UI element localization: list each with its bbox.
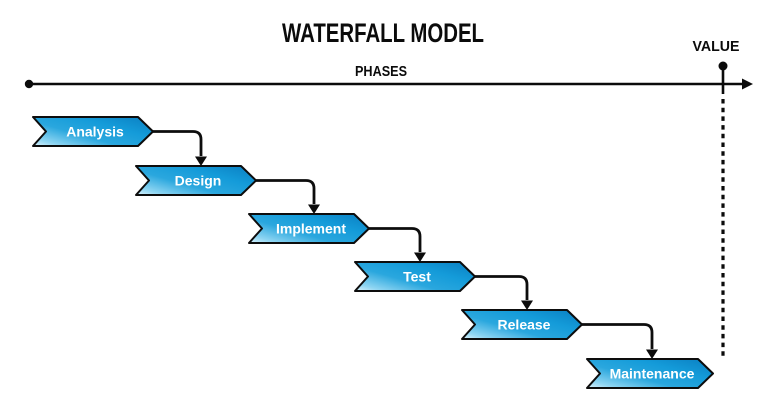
- phase-step-design: Design: [135, 165, 257, 196]
- phases-axis-start-dot: [24, 79, 34, 89]
- phase-label-design: Design: [175, 173, 222, 189]
- phase-steps: Analysis Design Implement Test Release M…: [32, 116, 714, 389]
- phase-label-test: Test: [403, 269, 431, 285]
- phase-connectors: [153, 130, 658, 359]
- phases-axis-line: [24, 78, 753, 90]
- connector-release-maintenance: [582, 323, 658, 359]
- phase-step-release: Release: [461, 309, 583, 340]
- chevron-shape: [32, 116, 154, 147]
- value-axis-label: VALUE: [693, 38, 740, 55]
- chevron-shape: [586, 358, 714, 389]
- connector-arrowhead-icon: [308, 204, 320, 214]
- value-marker: [718, 61, 728, 357]
- connector-analysis-design: [153, 130, 207, 166]
- connector-test-release: [475, 275, 533, 310]
- connector-design-implement: [256, 179, 320, 214]
- chevron-shape: [135, 165, 257, 196]
- phase-label-implement: Implement: [276, 221, 346, 237]
- phase-step-implement: Implement: [248, 213, 370, 244]
- phases-axis-arrowhead-icon: [742, 78, 753, 90]
- phase-label-analysis: Analysis: [66, 124, 124, 140]
- phase-step-maintenance: Maintenance: [586, 358, 714, 389]
- phase-step-analysis: Analysis: [32, 116, 154, 147]
- phases-axis-label: PHASES: [355, 63, 407, 80]
- phase-label-release: Release: [498, 317, 551, 333]
- phase-label-maintenance: Maintenance: [610, 366, 695, 382]
- connector-arrowhead-icon: [646, 349, 658, 359]
- connector-implement-test: [369, 227, 426, 262]
- chevron-shape: [248, 213, 370, 244]
- chevron-shape: [354, 261, 476, 292]
- chevron-shape: [461, 309, 583, 340]
- phase-step-test: Test: [354, 261, 476, 292]
- connector-arrowhead-icon: [414, 252, 426, 262]
- connector-arrowhead-icon: [521, 300, 533, 310]
- connector-arrowhead-icon: [195, 156, 207, 166]
- page-title: WATERFALL MODEL: [282, 18, 484, 48]
